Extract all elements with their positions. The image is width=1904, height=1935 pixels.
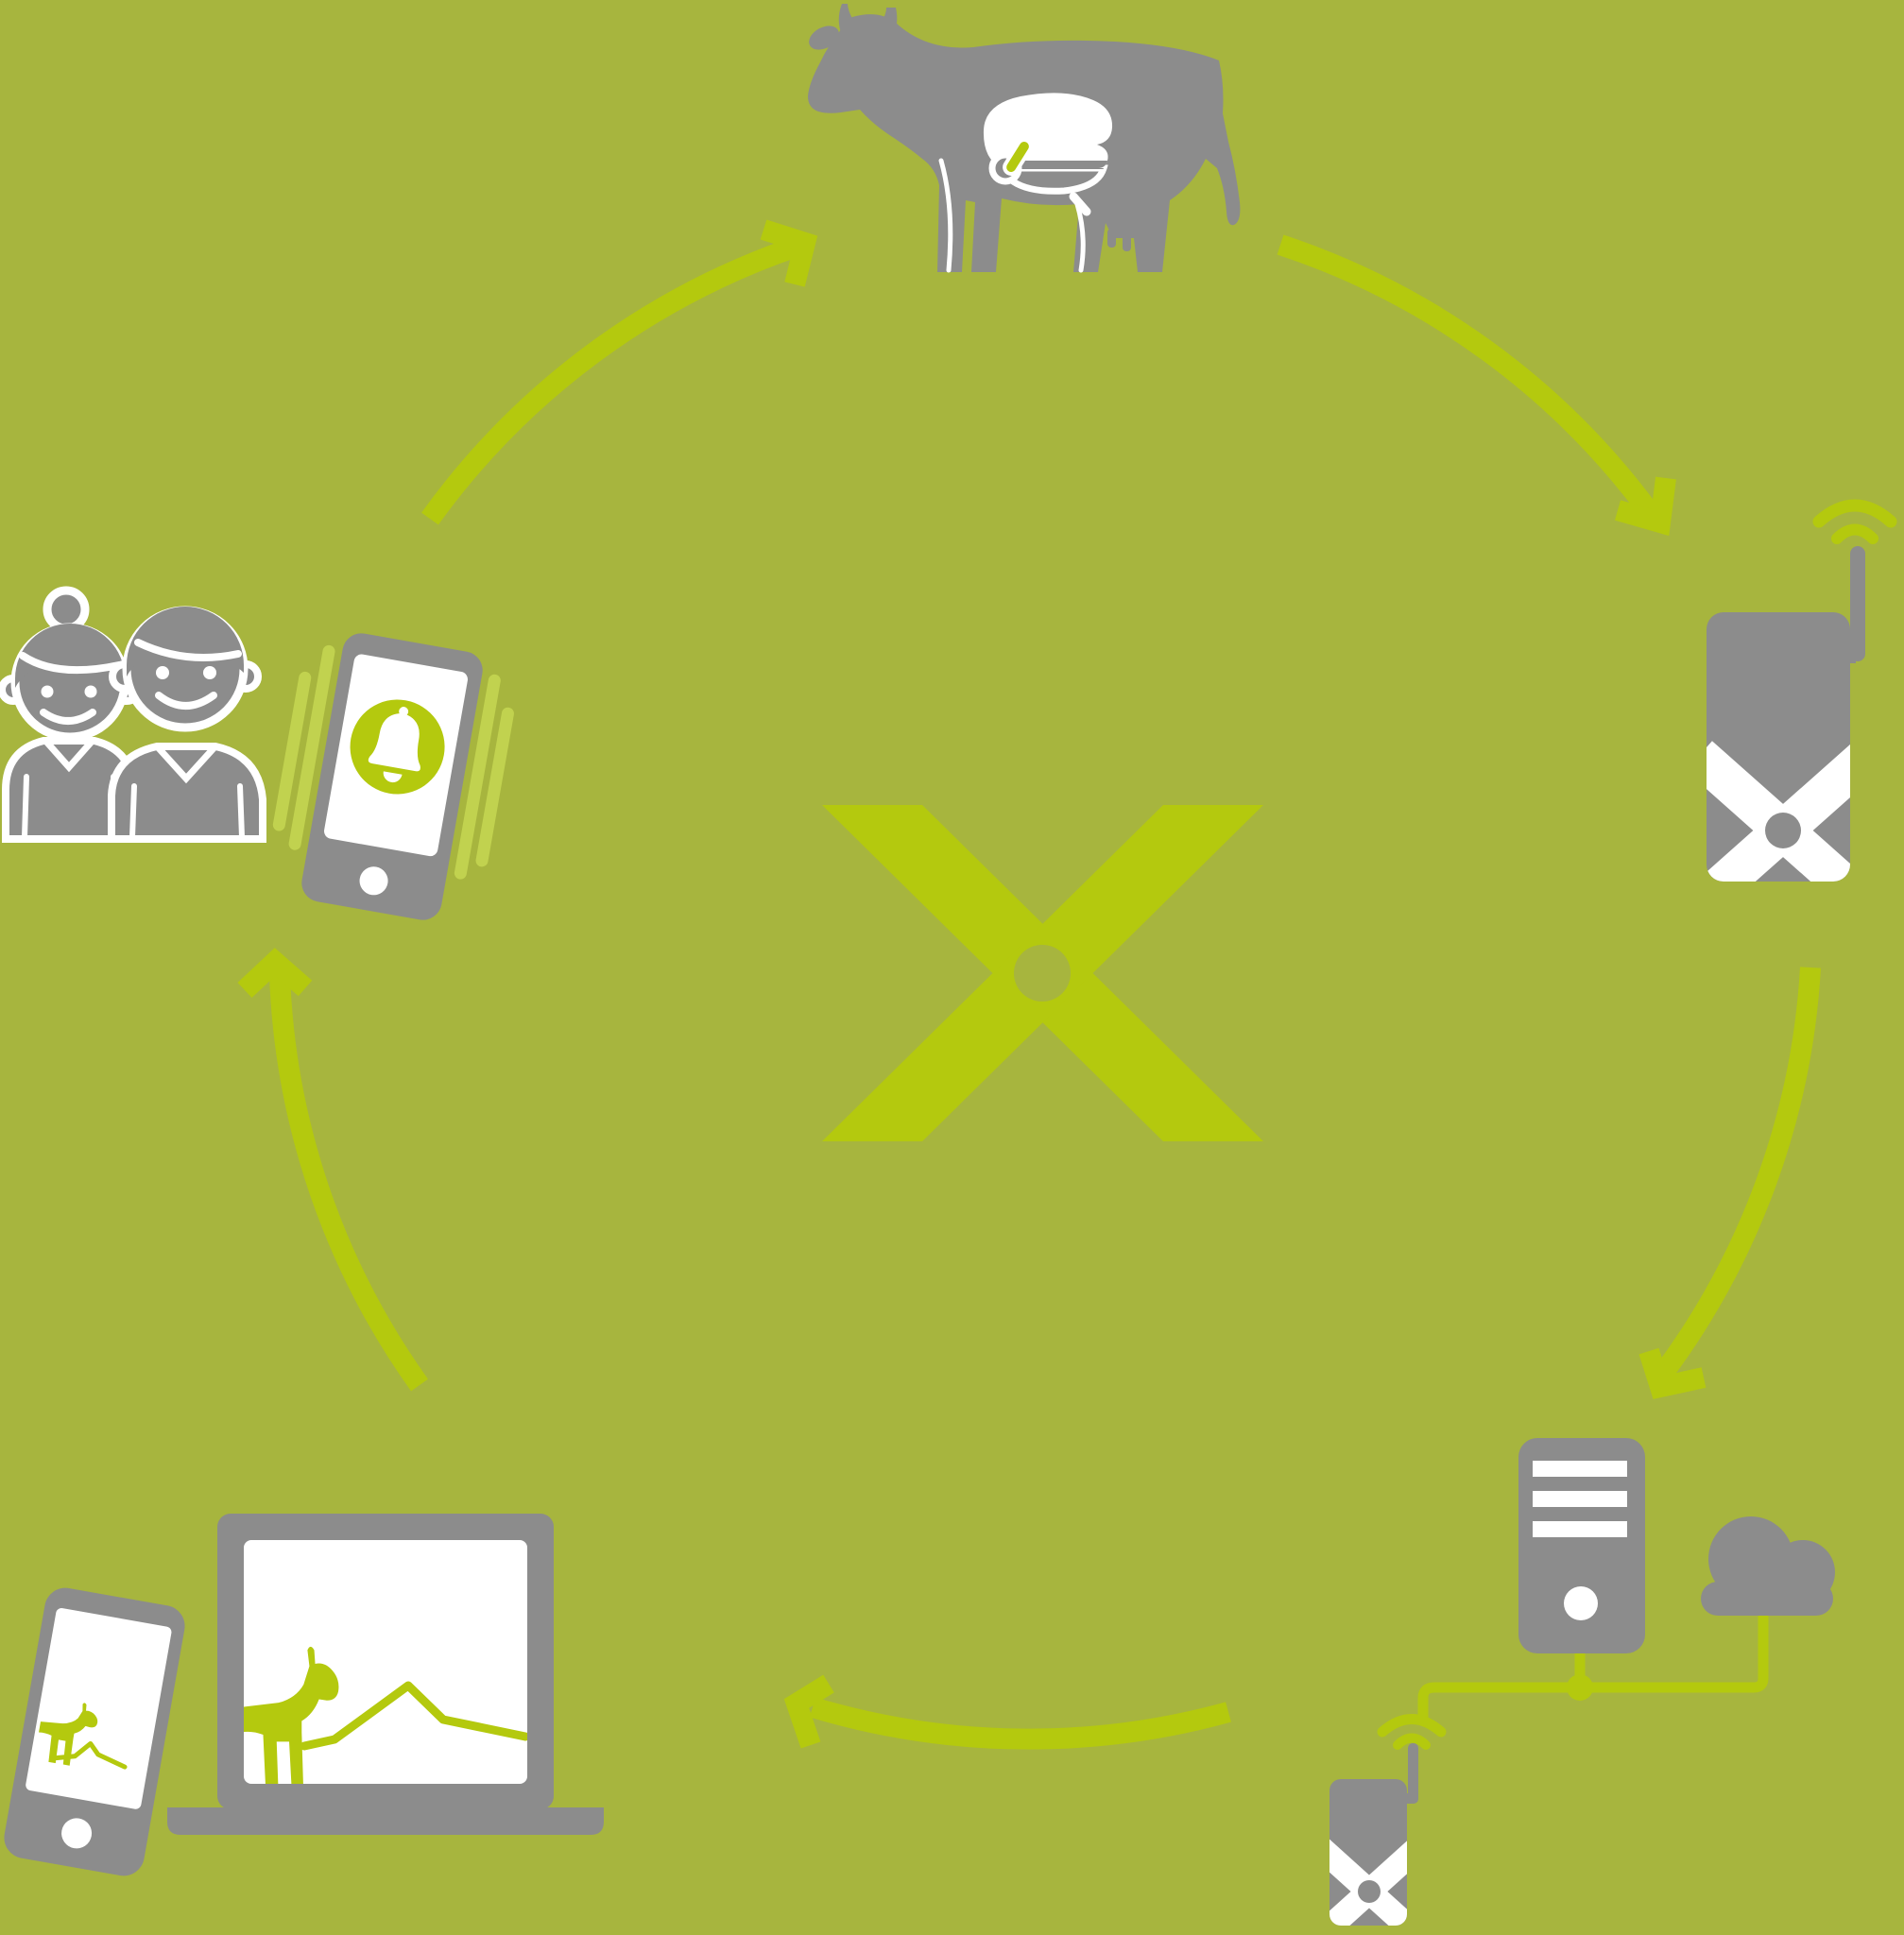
woman-collar <box>43 739 94 773</box>
people-node <box>0 586 266 843</box>
phone-dashboard-node <box>4 1587 185 1876</box>
laptop-node <box>167 1514 604 1835</box>
woman-head <box>0 586 142 742</box>
arrow-arc-cow-to-receiver <box>1277 234 1657 518</box>
gateway-antenna <box>1408 1743 1418 1804</box>
receiver-wifi-icon-inner <box>1831 523 1878 544</box>
vibration-line-left-inner <box>288 644 335 850</box>
server-slot-3 <box>1533 1521 1627 1537</box>
arrow-arc-people-to-cow <box>421 235 803 525</box>
woman-smile <box>40 709 96 725</box>
phone-alert-home-button <box>359 866 388 896</box>
x-center-hole <box>1014 945 1071 1002</box>
cloud-icon <box>1701 1516 1835 1616</box>
woman-eye-right <box>84 685 97 698</box>
server-cloud-node <box>1329 1438 1835 1926</box>
arrowhead-to-people <box>237 948 313 999</box>
receiver-antenna <box>1850 546 1865 661</box>
arrowhead-to-laptop <box>783 1674 834 1749</box>
phone-dashboard-home-button <box>61 1818 93 1849</box>
woman-hair-bun <box>43 586 90 633</box>
man-collar <box>155 745 217 784</box>
gateway-wifi-icon-outer <box>1377 1714 1447 1738</box>
gateway-node <box>1329 1714 1447 1926</box>
dashboard-chart-line <box>300 1681 527 1751</box>
arrowhead-to-receiver <box>1614 476 1676 537</box>
vibration-line-right-outer <box>475 707 514 867</box>
man-sleeve-seam-left <box>129 783 137 840</box>
man-hair <box>127 607 244 676</box>
cow-udder-highlight <box>1069 192 1091 216</box>
arrow-arc-laptop-to-people <box>269 974 428 1392</box>
laptop-base <box>167 1807 604 1835</box>
phone-alert-node <box>272 633 514 920</box>
vibration-line-right-inner <box>454 674 501 880</box>
man-smile <box>155 692 217 710</box>
bolus-sensor-icon <box>1003 137 1033 177</box>
server-slot-1 <box>1533 1461 1627 1477</box>
woman-eye-left <box>41 685 54 698</box>
cow-node <box>808 4 1241 273</box>
arrow-arc-receiver-to-server <box>1654 967 1821 1381</box>
cow-teat-2 <box>1123 232 1131 251</box>
arrow-arc-gateway-to-laptop <box>809 1697 1231 1750</box>
man-eye-left <box>156 666 169 679</box>
man-sleeve-seam-right <box>237 783 245 840</box>
man-eye-right <box>203 666 216 679</box>
gateway-x-logo <box>1329 1839 1407 1926</box>
arrowhead-to-server <box>1638 1347 1707 1399</box>
arrowhead-to-cow <box>760 219 818 287</box>
vibration-line-left-outer <box>272 671 312 831</box>
bell-icon <box>368 707 420 783</box>
phone-dashboard-chart-line <box>50 1740 128 1770</box>
laptop-screen <box>244 1540 527 1784</box>
wire-junction-dot <box>1567 1674 1593 1701</box>
gateway-wifi-icon-inner <box>1393 1733 1431 1750</box>
rumen-fill-level-line <box>983 161 1113 169</box>
receiver-node <box>1707 499 1897 882</box>
man-hair-sweep <box>134 639 242 661</box>
cow-teat-1 <box>1107 229 1116 248</box>
cow-leg-highlight-hind <box>1074 201 1086 273</box>
cycle-arrows <box>237 219 1821 1750</box>
receiver-x-logo <box>1707 741 1850 882</box>
wire-lan <box>1417 1612 1769 1723</box>
receiver-wifi-icon-outer <box>1812 499 1897 528</box>
server-power-button <box>1564 1586 1598 1620</box>
server-slot-2 <box>1533 1491 1627 1507</box>
woman-hair <box>15 624 125 688</box>
center-x-logo <box>822 805 1263 1141</box>
woman-sleeve-seam-left <box>22 774 29 840</box>
cow-leg-highlight-front <box>938 158 953 273</box>
woman-hair-sweep <box>19 652 123 675</box>
man-head <box>109 606 262 732</box>
